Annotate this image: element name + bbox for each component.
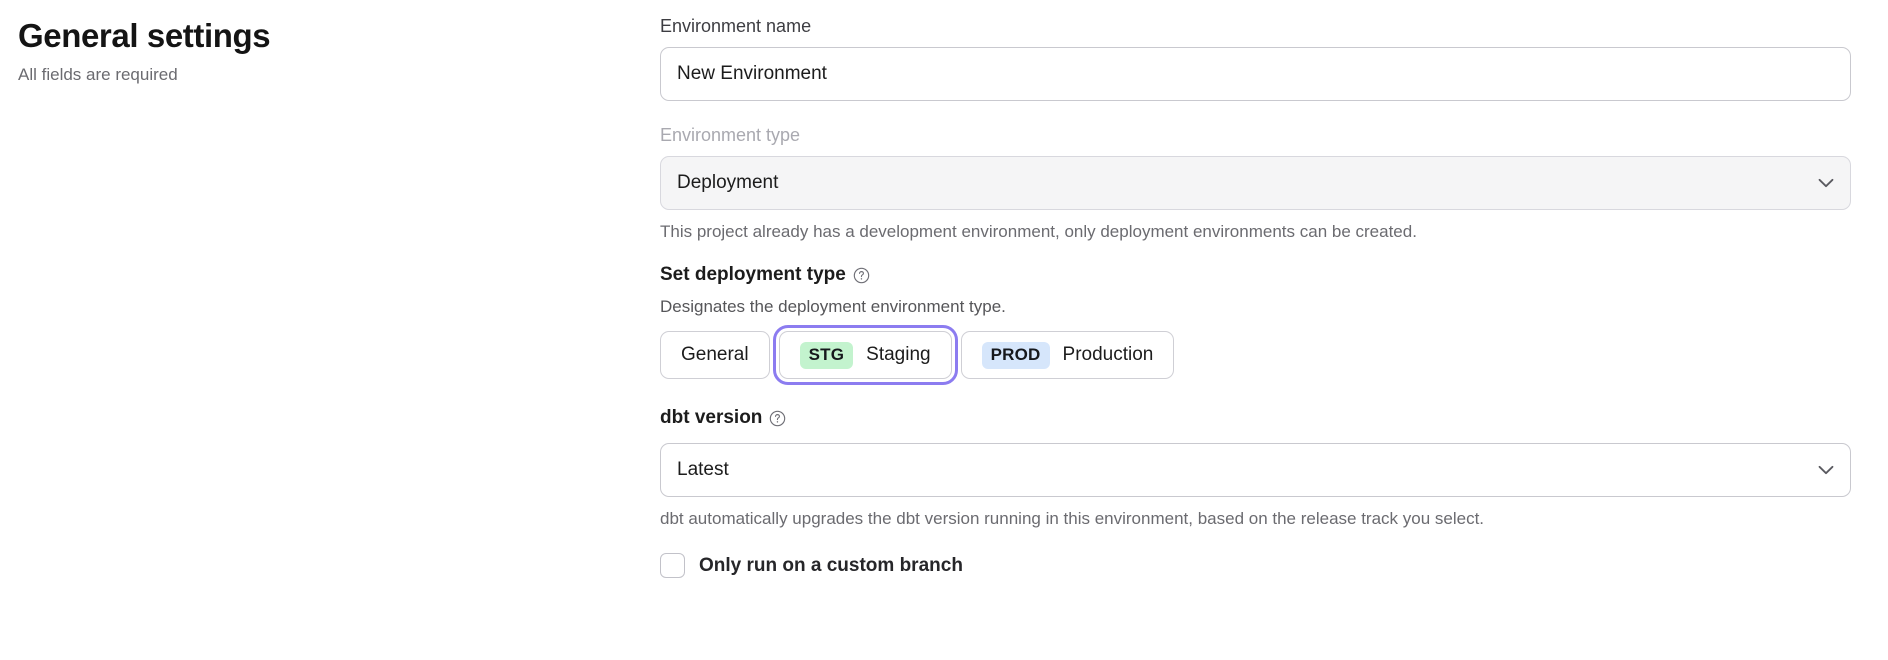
deployment-type-option-staging[interactable]: STG Staging	[772, 325, 958, 385]
dbt-version-title-row: dbt version	[660, 405, 1851, 431]
environment-name-label: Environment name	[660, 16, 812, 36]
production-tag: PROD	[981, 341, 1050, 369]
dbt-version-value: Latest	[660, 443, 1851, 497]
deployment-type-description: Designates the deployment environment ty…	[660, 297, 1006, 316]
deployment-type-title-row: Set deployment type	[660, 262, 1851, 288]
deployment-type-option-staging-label: Staging	[866, 344, 931, 365]
dbt-version-helper-text: dbt automatically upgrades the dbt versi…	[660, 509, 1485, 528]
deployment-type-option-general[interactable]: General	[660, 331, 770, 379]
settings-form-column: Environment name Environment type Deploy…	[660, 0, 1888, 578]
help-circle-icon[interactable]	[769, 410, 786, 427]
deployment-type-option-general-label: General	[681, 344, 749, 365]
dbt-version-field: dbt version Latest dbt automatica	[660, 405, 1851, 531]
custom-branch-checkbox[interactable]	[660, 553, 685, 578]
page-subtitle: All fields are required	[18, 65, 178, 84]
deployment-type-segmented-control: General STG Staging PROD Production	[660, 325, 1851, 385]
help-circle-icon[interactable]	[853, 267, 870, 284]
deployment-type-option-production[interactable]: PROD Production	[960, 331, 1175, 379]
custom-branch-row: Only run on a custom branch	[660, 553, 1851, 578]
deployment-type-title: Set deployment type	[660, 264, 846, 285]
environment-name-input[interactable]	[660, 47, 1851, 101]
dbt-version-select[interactable]: Latest	[660, 443, 1851, 497]
environment-type-field: Environment type Deployment This project…	[660, 123, 1851, 244]
dbt-version-label: dbt version	[660, 407, 763, 428]
settings-header-column: General settings All fields are required	[0, 0, 660, 86]
environment-type-label: Environment type	[660, 125, 801, 145]
deployment-type-option-production-label: Production	[1062, 344, 1154, 365]
environment-type-value: Deployment	[660, 156, 1851, 210]
deployment-type-field: Set deployment type Designates the deplo…	[660, 262, 1851, 385]
staging-tag: STG	[799, 341, 854, 369]
custom-branch-label[interactable]: Only run on a custom branch	[699, 554, 963, 576]
environment-name-field: Environment name	[660, 14, 1851, 101]
page-title: General settings	[18, 17, 271, 54]
environment-type-select[interactable]: Deployment	[660, 156, 1851, 210]
environment-type-helper-text: This project already has a development e…	[660, 222, 1417, 241]
